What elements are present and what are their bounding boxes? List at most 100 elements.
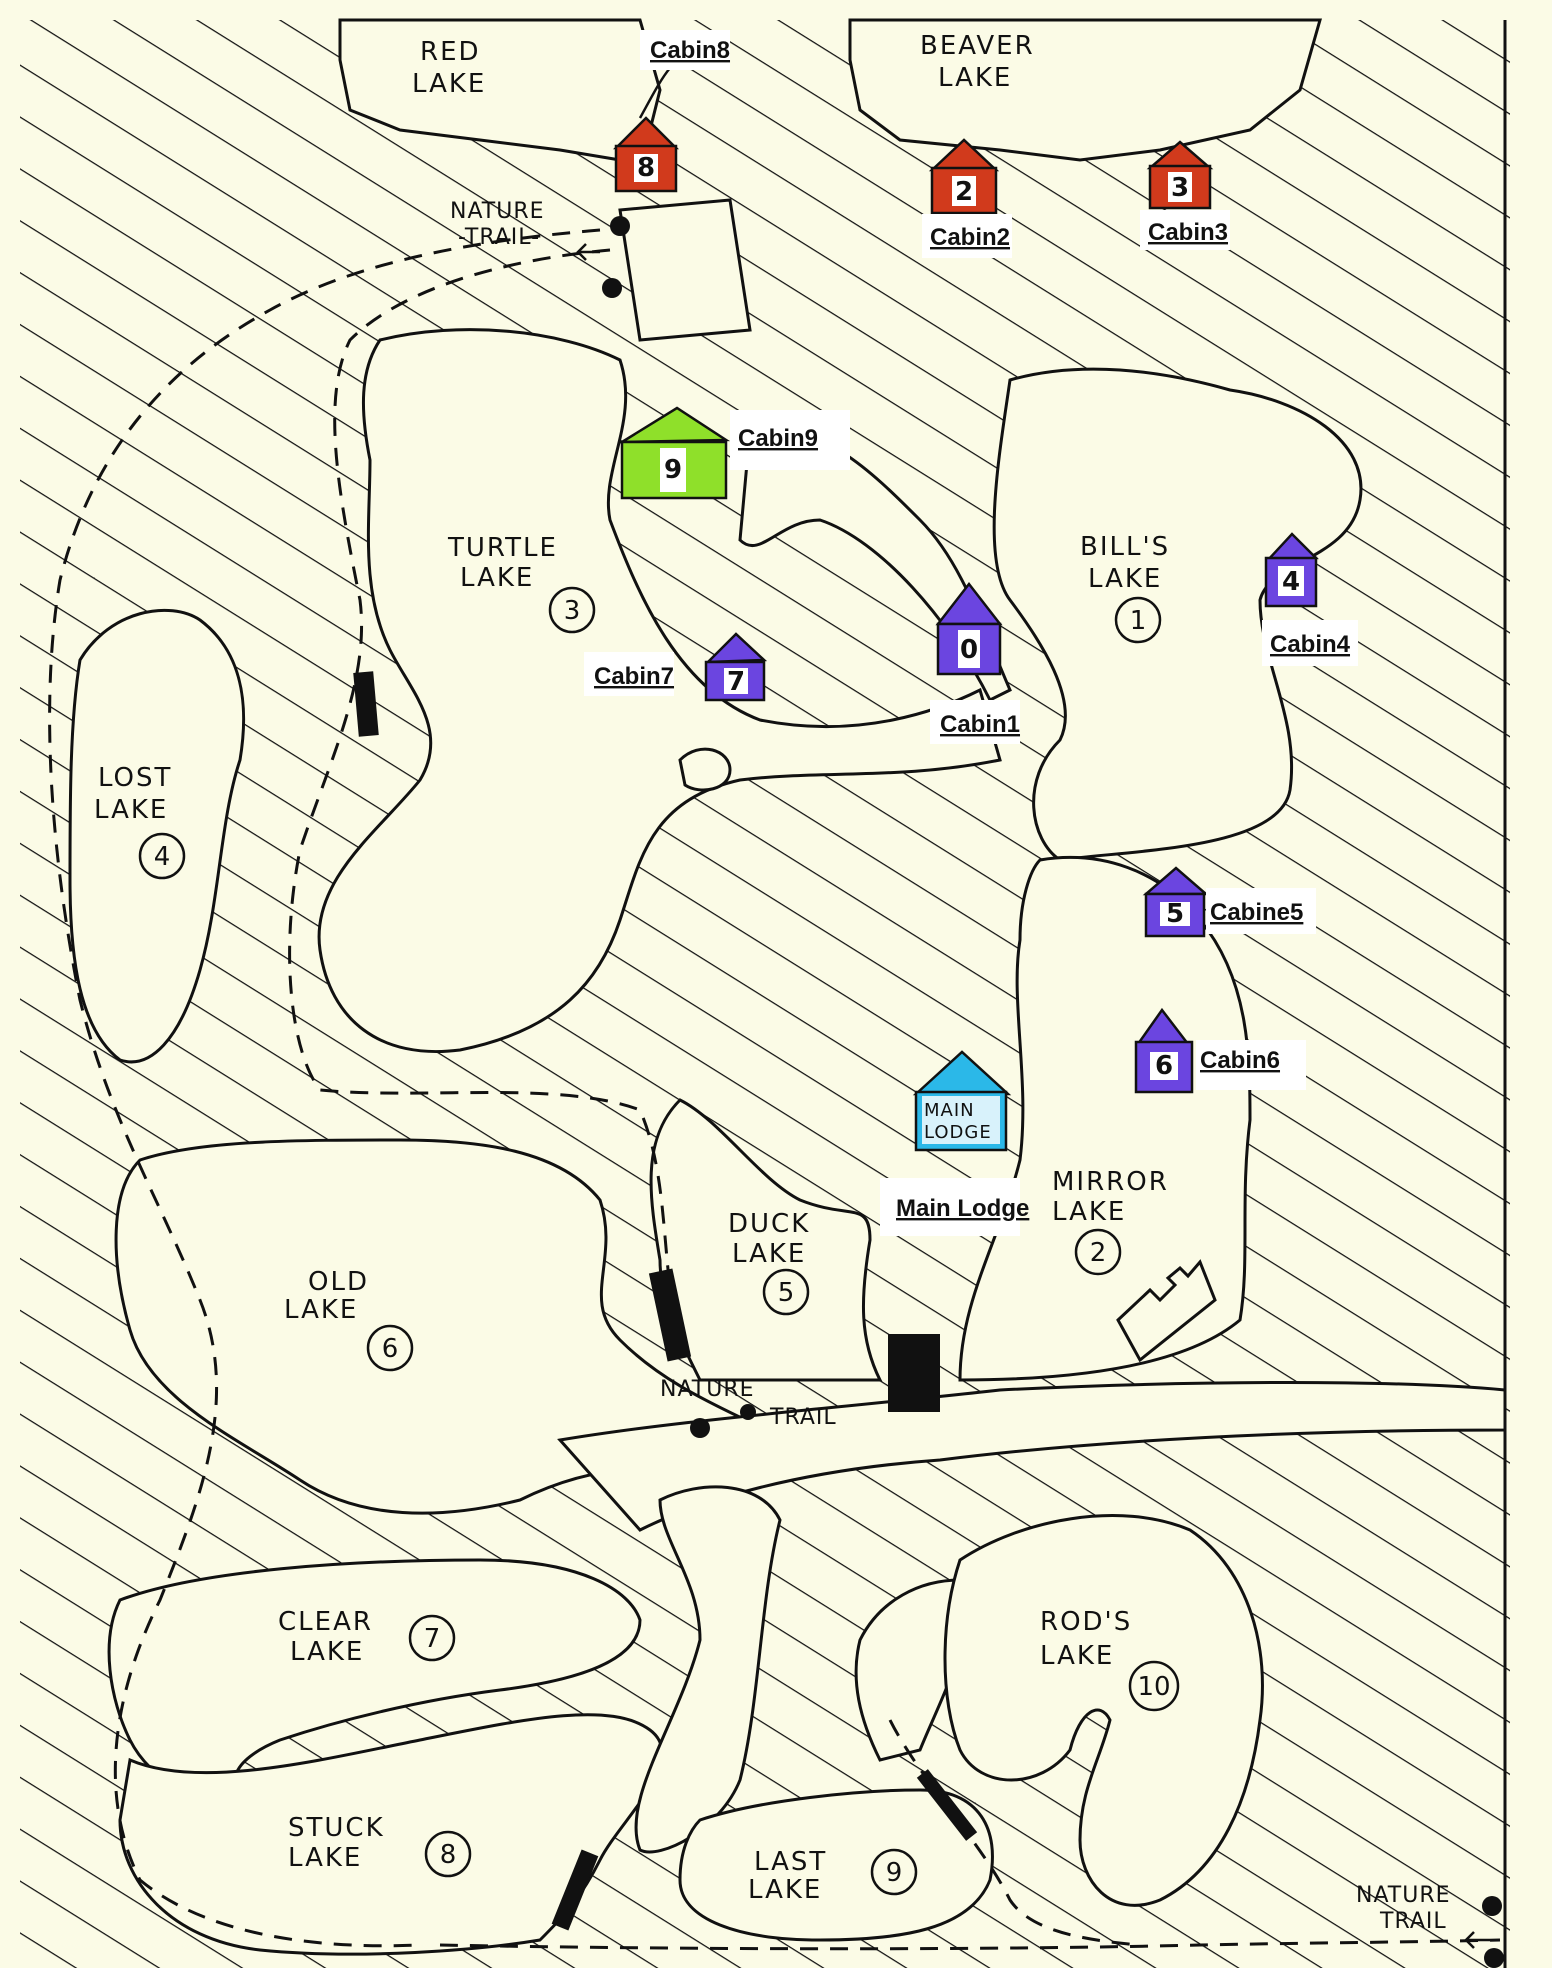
map-shape: [1140, 210, 1230, 250]
map-shape: [439, 1938, 1501, 1951]
cabin-8[interactable]: 8 Cabin8: [612, 30, 730, 193]
map-text: 9: [664, 455, 682, 485]
lake-number-circle: [762, 1268, 810, 1316]
map-shape: [640, 30, 730, 70]
map-shape: [922, 1096, 1000, 1144]
lake-label-lost: LOST LAKE 4: [94, 763, 186, 880]
lake-label-red: RED LAKE: [412, 37, 484, 99]
map-text: LAKE: [732, 1239, 806, 1269]
map-text: LOST: [98, 763, 172, 793]
bills-lake-shape: [992, 367, 1363, 862]
trailhead-marker: [610, 216, 630, 236]
lake-number-circle: [1074, 1228, 1122, 1276]
map-shape: [1150, 1052, 1178, 1080]
map-text: MIRROR: [1052, 1167, 1169, 1197]
nature-trail-north[interactable]: NATURE -TRAIL-: [450, 199, 630, 298]
lake-number-circle: [870, 1848, 918, 1896]
cabin-1[interactable]: 0 Cabin1: [930, 581, 1020, 744]
map-text: LODGE: [924, 1122, 992, 1143]
map-text: 3: [564, 596, 581, 626]
nature-trail-center[interactable]: NATURE TRAIL: [660, 1377, 837, 1438]
map-text: NATURE: [1356, 1883, 1451, 1908]
lake-label-last: LAST LAKE 9: [748, 1847, 918, 1905]
map-text: OLD: [308, 1267, 369, 1297]
portage-stuck: [551, 1849, 599, 1931]
map-text: Cabin8: [650, 37, 730, 64]
map-text: BILL'S: [1080, 532, 1170, 562]
map-text: LAKE: [288, 1843, 362, 1873]
map-text: 7: [424, 1624, 441, 1654]
lake-number-circle: [1128, 1660, 1180, 1712]
map-text: Cabin6: [1200, 1047, 1280, 1074]
last-lake-shape: [678, 1788, 994, 1942]
lake-label-beaver: BEAVER LAKE: [920, 31, 1033, 93]
cabin-6[interactable]: 6 Cabin6: [1134, 1007, 1306, 1094]
dock-mirror: [1116, 1259, 1217, 1363]
lake-label-stuck: STUCK LAKE 8: [288, 1813, 472, 1878]
map-text: 8: [440, 1840, 457, 1870]
lake-number-circle: [138, 832, 186, 880]
map-text: STUCK: [288, 1813, 385, 1843]
small-island: [678, 747, 732, 792]
map-shape: [724, 668, 748, 694]
cabin-7[interactable]: 7 Cabin7: [584, 632, 768, 702]
map-text: 2: [1090, 1238, 1107, 1268]
map-text: Cabin1: [940, 711, 1020, 738]
map-shape: [634, 154, 658, 182]
lake-number-circle: [548, 586, 596, 634]
lake-number-circle: [424, 1830, 472, 1878]
mirror-lake-shape: [958, 856, 1252, 1382]
map-text: Cabin7: [594, 663, 674, 690]
portage-mirror: [888, 1334, 940, 1412]
lakes: [68, 18, 1507, 1956]
map-text: LAKE: [1052, 1197, 1126, 1227]
map-text: LAKE: [284, 1295, 358, 1325]
north-channel-shape: [618, 198, 752, 342]
main-lodge[interactable]: MAIN LODGE Main Lodge: [880, 1050, 1029, 1236]
map-text: CLEAR: [278, 1607, 373, 1637]
lake-label-turtle: TURTLE LAKE 3: [447, 533, 596, 634]
stuck-lake-shape: [118, 1713, 664, 1956]
center-channel-shape: [738, 427, 1012, 703]
map-text: TRAIL: [769, 1405, 837, 1430]
map-text: NATURE: [660, 1377, 755, 1402]
cabin-4[interactable]: 4 Cabin4: [1262, 532, 1358, 666]
cabin-5[interactable]: 5 Cabine5: [1142, 866, 1316, 938]
map-text: RED: [420, 37, 481, 67]
map-text: LAKE: [94, 795, 168, 825]
lake-label-bills: BILL'S LAKE 1: [1080, 532, 1170, 644]
map-text: Cabine5: [1210, 899, 1303, 926]
map-text: 8: [637, 153, 655, 183]
map-text: LAST: [754, 1847, 827, 1877]
map-text: 7: [727, 667, 745, 697]
map-text: 6: [1155, 1051, 1173, 1081]
map-shape: [888, 1719, 1141, 1947]
map-text: Cabin2: [930, 224, 1010, 251]
map-shape: [1196, 1040, 1306, 1090]
cabin-3[interactable]: 3 Cabin3: [1140, 140, 1230, 250]
map-text: 5: [1166, 899, 1184, 929]
map-text: DUCK: [728, 1209, 810, 1239]
map-shape: [930, 700, 1020, 744]
map-text: TRAIL: [1379, 1909, 1447, 1934]
cabin-9[interactable]: 9 Cabin9: [617, 406, 850, 500]
map-shape: [660, 448, 686, 492]
cabin-2[interactable]: 2 Cabin2: [922, 138, 1012, 258]
map-text: Cabin3: [1148, 219, 1228, 246]
beaver-lake-shape: [848, 18, 1322, 162]
map-text: TURTLE: [447, 533, 558, 563]
map-text: 5: [778, 1278, 795, 1308]
map-text: 9: [886, 1858, 903, 1888]
map-text: LAKE: [1088, 564, 1162, 594]
arrow-left-icon: [576, 243, 600, 261]
map-text: LAKE: [748, 1875, 822, 1905]
nature-trail-southeast[interactable]: NATURE TRAIL: [1356, 1883, 1504, 1968]
map-text: ROD'S: [1040, 1607, 1132, 1637]
map-text: Cabin9: [738, 425, 818, 452]
hiking-trails: [48, 228, 1501, 1951]
trailhead-marker: [690, 1418, 710, 1438]
lake-label-mirror: MIRROR LAKE 2: [1052, 1167, 1169, 1276]
lake-number-circle: [366, 1324, 414, 1372]
map-shape: [880, 1178, 1020, 1236]
map-text: LAKE: [1040, 1641, 1114, 1671]
